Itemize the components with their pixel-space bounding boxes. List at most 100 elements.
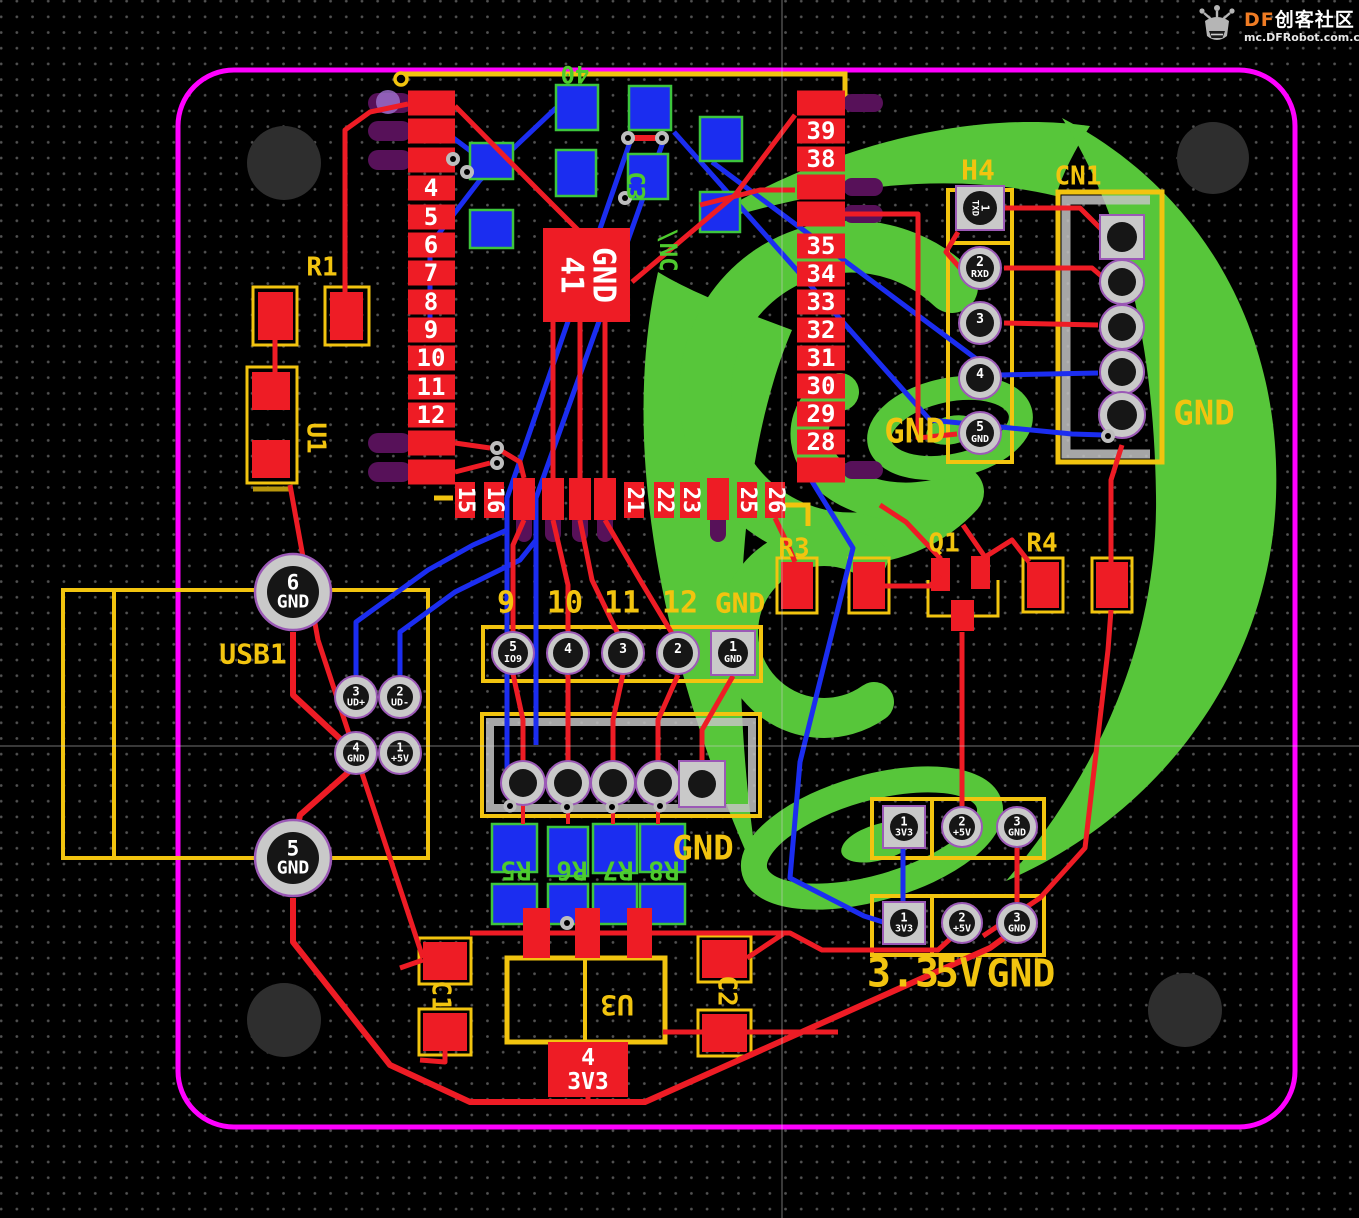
trace-bottom [353,527,509,686]
mounting-hole[interactable] [247,983,321,1057]
cn1-pad-1 [1099,214,1145,260]
smd-pad-bottom [554,148,598,198]
mounting-holes[interactable] [247,122,1249,1057]
module-pad [408,204,455,230]
module-pad [654,482,674,518]
io-label-gnd: GND [714,586,766,620]
io-header-pad [546,631,590,675]
power-header-b-outline [870,894,1046,957]
smd-pad-bottom [490,822,539,874]
dfrobot-dragon-logo [643,118,1277,910]
pin-number: 9 [423,315,439,344]
silk-green-40: 40 [560,60,590,89]
power-header-a-outline [870,797,1046,860]
r4-outline [1021,556,1065,614]
h4-pad-1 [955,185,1005,231]
mounting-hole[interactable] [247,126,321,200]
module-pad [797,429,845,455]
trace-bottom [397,538,538,686]
silk-label-r4: R4 [1026,528,1058,559]
module-pad [797,345,845,371]
power-b-pad-3 [996,902,1038,944]
gnd41-pad[interactable] [543,228,630,322]
trace-top [610,673,626,761]
gnd-text-resistors: GND [672,828,734,869]
pin-number: 29 [806,399,836,428]
module-pad [797,261,845,287]
module-pad [455,482,475,518]
pin-number: 30 [806,371,836,400]
silk-label-u3: U3 [600,988,634,1022]
trace-top [885,573,942,589]
silk-label-cn1: CN1 [1054,161,1102,192]
header2-pad [635,760,681,806]
mounting-hole[interactable] [1177,122,1249,194]
silk-green-r5: R5 [500,854,532,885]
io-header-pad [601,631,645,675]
c1-pad [423,942,467,980]
pin-number: 33 [806,287,836,316]
copper-top-layer[interactable] [252,90,1128,1105]
through-hole-pads[interactable] [253,185,1146,945]
pin-number: 5 [423,202,439,231]
vias[interactable] [446,131,1115,930]
silk-green-r6: R6 [556,854,588,885]
usb-pad-6 [253,552,333,632]
gnd-text-cn1: GND [1173,393,1235,434]
module-pad [680,482,700,518]
module-pad [408,459,455,485]
power-b-pad-2 [941,902,983,944]
pin-number: 6 [423,230,439,259]
module-pad [797,457,845,483]
u1-outline [245,365,299,485]
smd-pad-bottom [468,208,515,250]
module-pad [797,118,845,144]
board-outline[interactable] [175,67,1298,1130]
module-pad [765,482,785,518]
cn1-pad-4 [1099,349,1145,395]
io-pad-text: 3 [619,642,627,658]
usb1-outline [61,588,430,860]
cn1-outline [1055,189,1165,465]
pin-number: 4 [423,173,439,202]
usb-pad-5 [253,818,333,898]
header2-outline [480,712,762,818]
u3-pad4 [548,1042,628,1097]
silk-label-u1: U1 [300,422,331,454]
r4-pad [1096,562,1128,608]
module-pad [797,317,845,343]
header2-pad [590,760,636,806]
r3-outline [775,556,819,615]
trace-top [290,898,1014,1105]
module-pad [408,118,455,144]
trace-top [453,104,630,282]
module-pad [408,345,455,371]
module-pad [408,175,455,201]
module-pad [513,478,535,520]
pin-number: 8 [423,287,439,316]
power-caption-3v3: 3.3 [866,950,940,997]
c1-pad [423,1013,467,1051]
h4-pad4-text: 4 [976,367,984,383]
module-pad [408,430,455,456]
mounting-hole[interactable] [1148,973,1222,1047]
gnd-text-h4: GND [884,411,946,452]
silk-green-r7: R7 [602,854,634,885]
trace-top [454,460,491,475]
module-pad [797,146,845,172]
pin-number: 16 [482,486,508,514]
r3-pad [853,562,885,609]
header2-pad [500,760,546,806]
module-outline-top [400,71,848,98]
io-header-pad-gnd [710,630,756,676]
trace-top [510,673,526,761]
trace-top [1003,320,1099,328]
